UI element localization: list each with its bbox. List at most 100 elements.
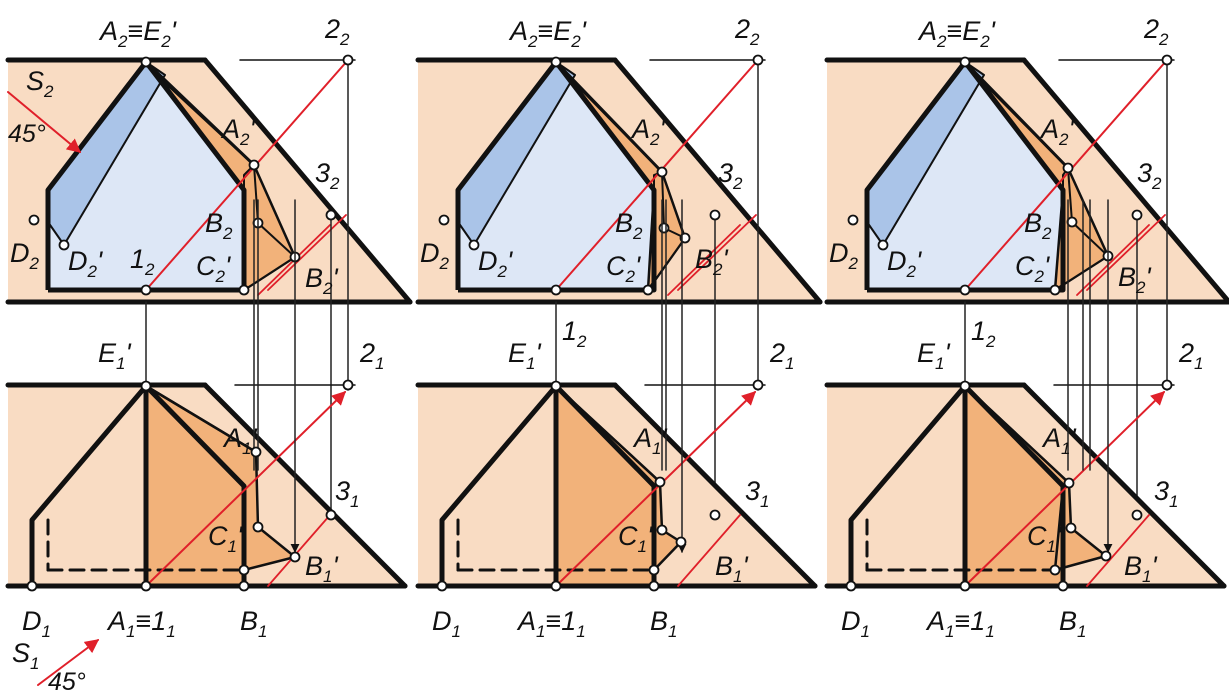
label-a1-prime: A1' <box>222 423 257 458</box>
slope-edge-plan <box>1021 382 1227 589</box>
point-3-1 <box>1131 509 1143 521</box>
label-b2: B2 <box>615 208 643 243</box>
wall-face-plan <box>146 386 244 586</box>
slope-edge-plan <box>612 382 818 589</box>
slope-edge <box>202 57 413 305</box>
label-a2-e2: A2≡E2' <box>508 16 587 51</box>
label-b1: B1 <box>650 606 677 641</box>
label-3-1: 31 <box>1154 476 1179 511</box>
label-3-1: 31 <box>745 476 770 511</box>
plan-view <box>415 199 818 592</box>
label-3-2: 32 <box>1137 158 1162 193</box>
point-a2-prime <box>1062 162 1074 174</box>
label-2-1: 21 <box>769 338 795 373</box>
label-d2: D2 <box>829 238 859 273</box>
ray-through-2-2 <box>145 59 349 291</box>
label-b2-prime: B2' <box>1118 262 1151 297</box>
label-c1-prime: C1' <box>208 521 243 556</box>
label-2-2: 22 <box>324 14 350 49</box>
ray-through-3-1 <box>677 514 741 587</box>
point-b1-prime <box>675 536 687 548</box>
label-b2: B2 <box>205 208 233 243</box>
roof-edge-to-a1 <box>963 384 1071 485</box>
point-2-1 <box>342 379 354 391</box>
label-d2: D2 <box>10 238 40 273</box>
point-c2-prime <box>238 284 250 296</box>
point-d1 <box>26 580 38 592</box>
wall-face-plan <box>556 386 654 586</box>
label-d2-prime: D2' <box>68 246 103 281</box>
label-b2-prime: B2' <box>695 244 728 279</box>
ray-through-2-2 <box>555 59 759 291</box>
label-c1-prime: C1' <box>618 521 653 556</box>
roof-edge-to-a1 <box>144 384 258 454</box>
ray-through-2-1 <box>964 391 1166 587</box>
label-a1-prime: A1' <box>632 423 667 458</box>
label-angle-top: 45° <box>8 120 46 148</box>
front-view <box>415 54 823 511</box>
point-a1-prime <box>250 446 262 458</box>
label-s1: S1 <box>12 638 39 673</box>
label-c2-prime: C2' <box>196 251 231 286</box>
point-d2 <box>847 214 859 226</box>
label-a2-prime: A2' <box>220 114 255 149</box>
roof-edge-to-a1 <box>554 384 662 484</box>
label-d1: D1 <box>22 606 51 641</box>
label-d1: D1 <box>432 606 461 641</box>
label-a2-e2: A2≡E2' <box>98 16 177 51</box>
point-a1 <box>550 580 562 592</box>
point-d2-prime <box>877 239 889 251</box>
label-d2: D2 <box>420 238 450 273</box>
label-s2: S2 <box>26 66 54 101</box>
point-a2-e2 <box>550 56 562 68</box>
ray-through-2-1 <box>145 391 347 587</box>
s2-ray <box>7 91 82 153</box>
label-b1-prime: B1' <box>715 551 748 586</box>
ray-through-2-2 <box>964 59 1168 291</box>
label-c2-prime: C2' <box>606 251 641 286</box>
point-a1 <box>959 580 971 592</box>
label-1-2: 12 <box>562 316 587 351</box>
label-angle-bottom: 45° <box>48 668 86 695</box>
house-outline <box>45 59 247 293</box>
plan-view <box>5 199 408 686</box>
label-b2-prime: B2' <box>305 263 338 298</box>
label-d2-prime: D2' <box>478 246 513 281</box>
point-c1-prime <box>252 521 264 533</box>
point-2-2 <box>752 54 764 66</box>
label-3-2: 32 <box>718 158 743 193</box>
house-outline <box>864 59 1066 293</box>
ray-through-3-2 <box>677 214 757 291</box>
roof-ridge-shadow <box>144 60 256 167</box>
point-a1 <box>140 580 152 592</box>
label-e1-prime: E1' <box>508 338 541 373</box>
point-c1-prime <box>656 524 668 536</box>
label-3-2: 32 <box>315 158 340 193</box>
wall-face-plan <box>965 386 1063 586</box>
label-c2-prime: C2' <box>1015 251 1050 286</box>
point-b1-prime <box>1100 550 1112 562</box>
label-1-2: 12 <box>971 316 996 351</box>
label-b2: B2 <box>1024 208 1052 243</box>
slope-edge <box>1021 57 1229 305</box>
label-c1-prime: C1' <box>1027 521 1062 556</box>
point-c-bottom <box>648 564 660 576</box>
point-a2-e2 <box>140 56 152 68</box>
ray-through-b <box>667 224 741 296</box>
point-b1 <box>238 580 250 592</box>
point-c2-prime <box>642 284 654 296</box>
front-view <box>5 54 413 511</box>
label-1-2: 12 <box>130 244 155 279</box>
label-e1-prime: E1' <box>917 338 950 373</box>
point-e1-prime <box>140 380 152 392</box>
point-d1 <box>845 580 857 592</box>
label-a1-prime: A1' <box>1041 423 1076 458</box>
point-2-2 <box>1161 54 1173 66</box>
label-a1-1: A1≡11 <box>925 606 995 641</box>
point-b1 <box>1057 580 1069 592</box>
point-b1-prime <box>289 551 301 563</box>
point-c-bottom <box>238 564 250 576</box>
point-3-1 <box>709 509 721 521</box>
